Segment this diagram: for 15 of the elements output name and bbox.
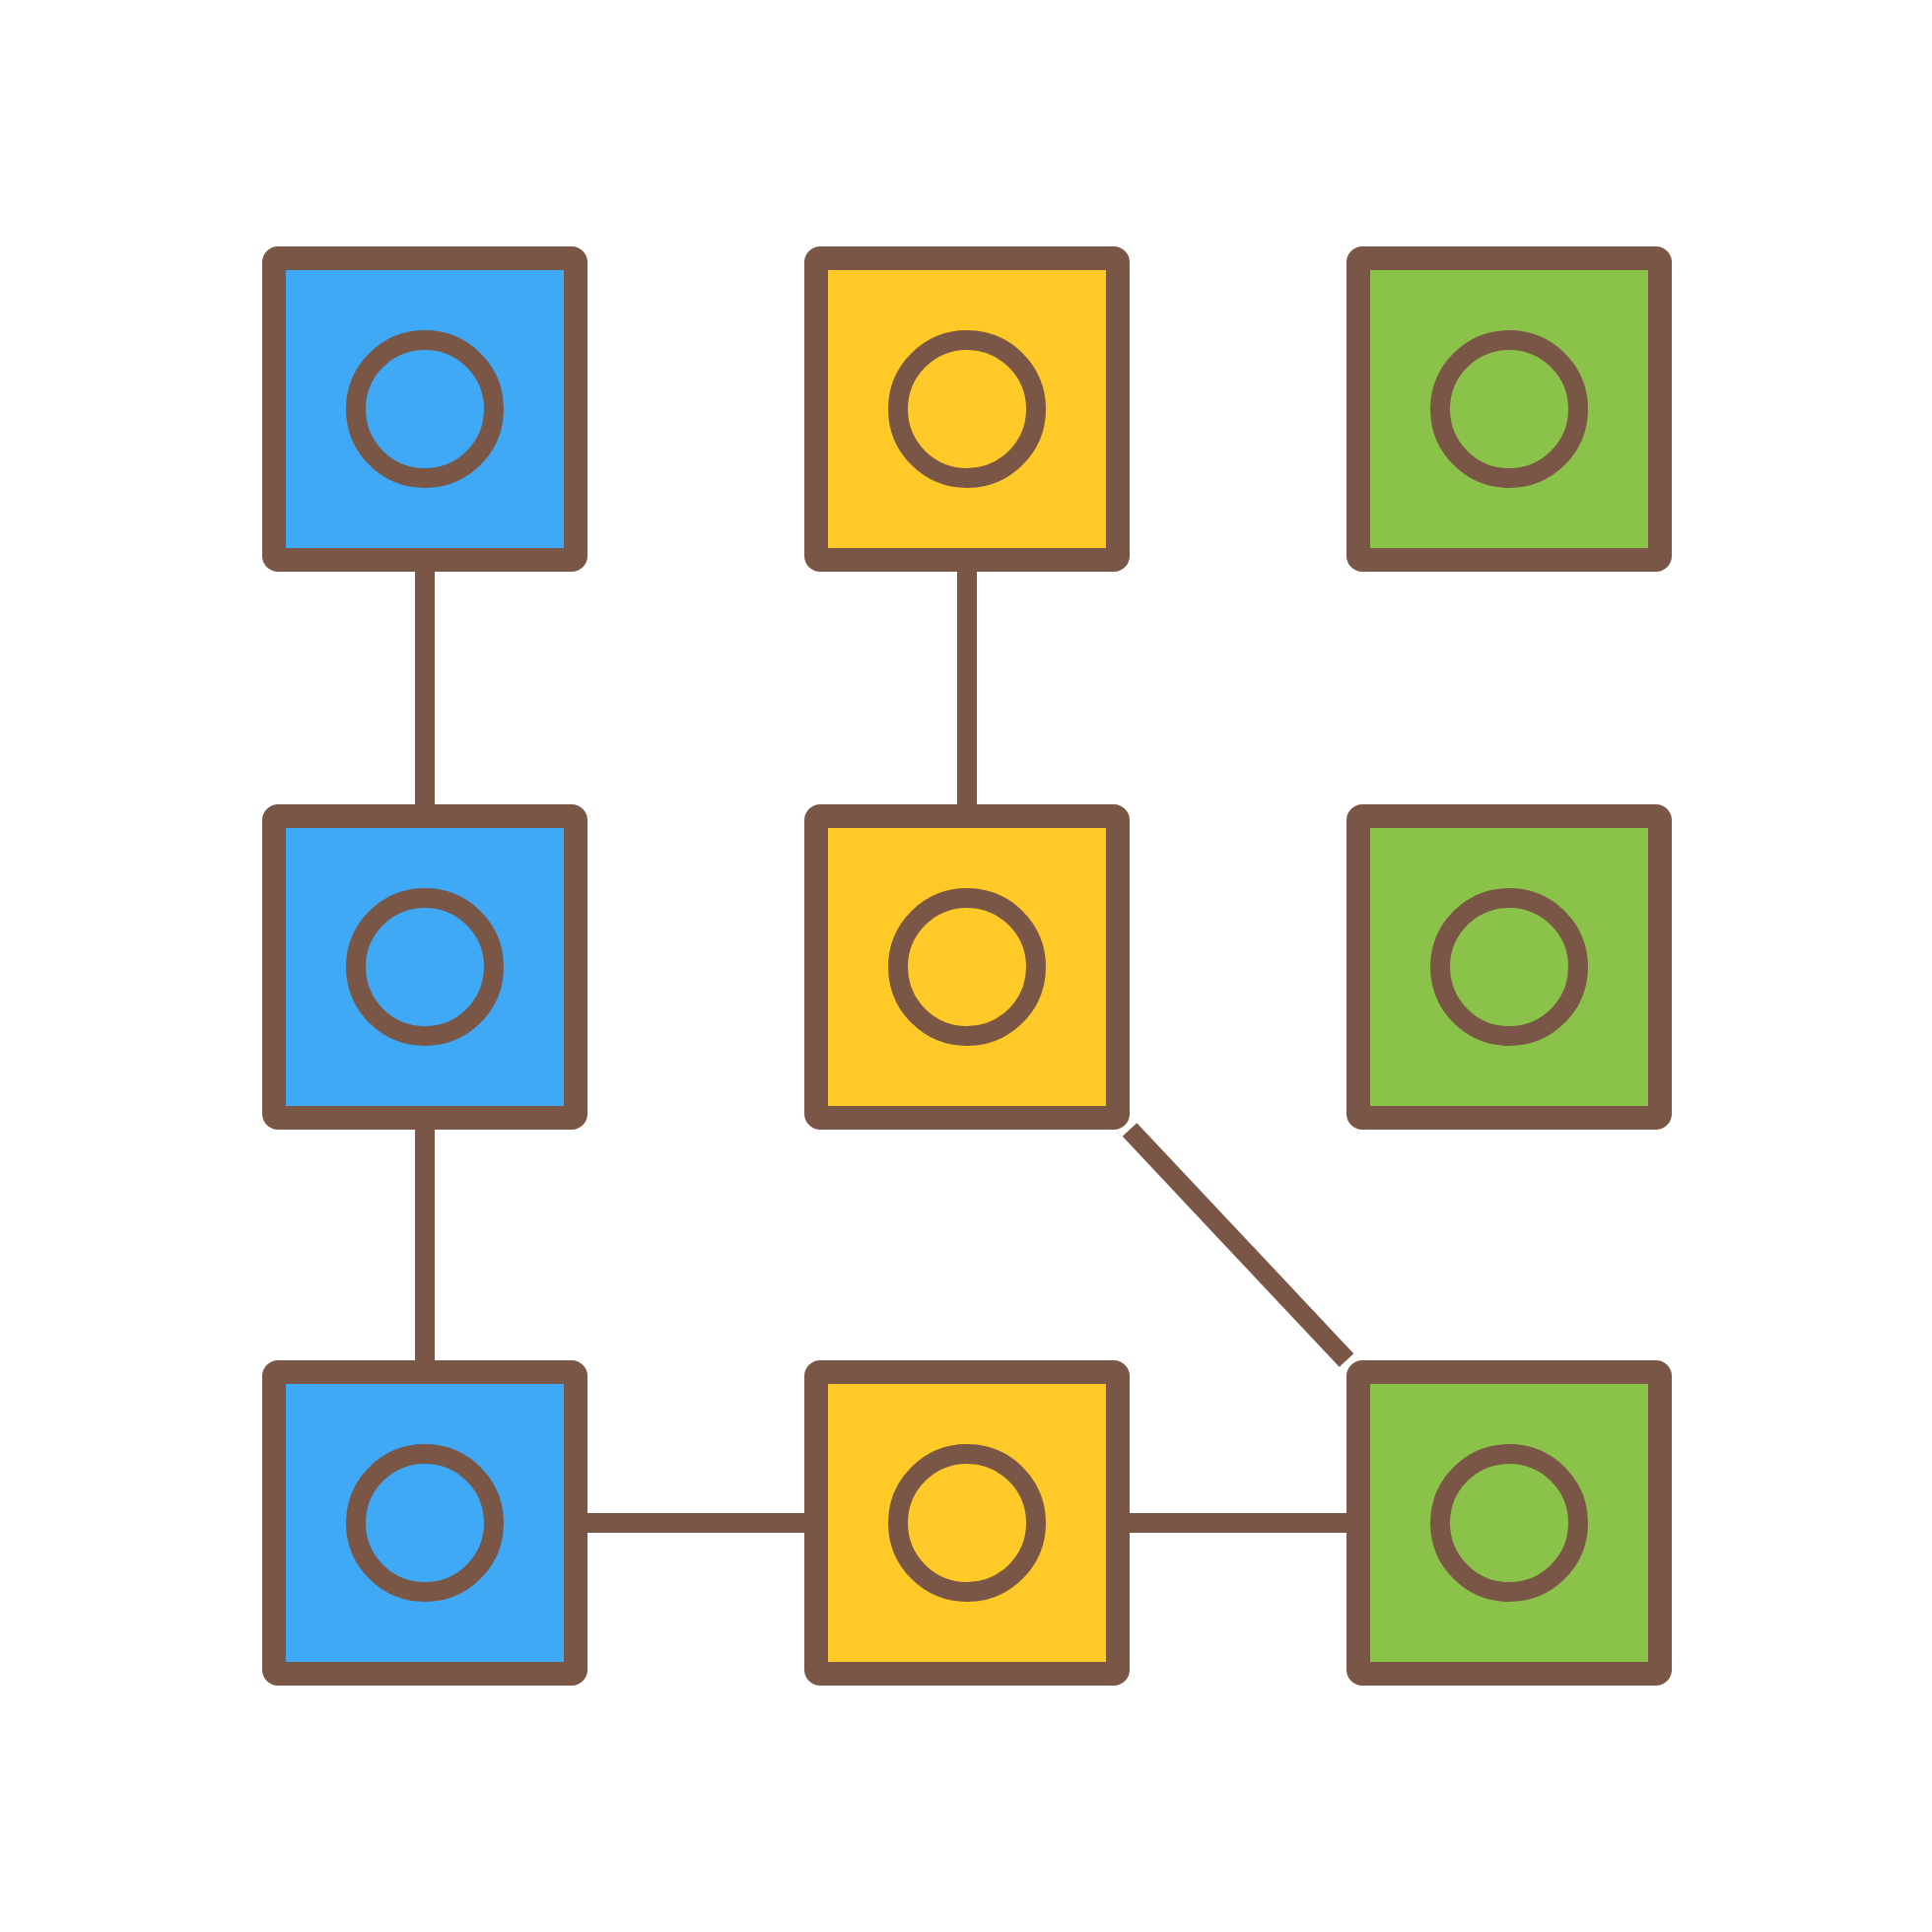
connector-line xyxy=(1122,1123,1354,1367)
square-node xyxy=(1346,1360,1672,1686)
square-node xyxy=(262,1360,587,1686)
square-node xyxy=(1346,246,1672,572)
square-node xyxy=(804,804,1130,1130)
square-node xyxy=(804,1360,1130,1686)
square-node xyxy=(804,246,1130,572)
connector-line xyxy=(1130,1513,1346,1533)
connector-line xyxy=(587,1513,804,1533)
connector-line xyxy=(415,1130,435,1360)
square-node xyxy=(262,246,587,572)
connector-line xyxy=(957,572,977,804)
square-node xyxy=(1346,804,1672,1130)
connector-line xyxy=(415,572,435,804)
square-node xyxy=(262,804,587,1130)
